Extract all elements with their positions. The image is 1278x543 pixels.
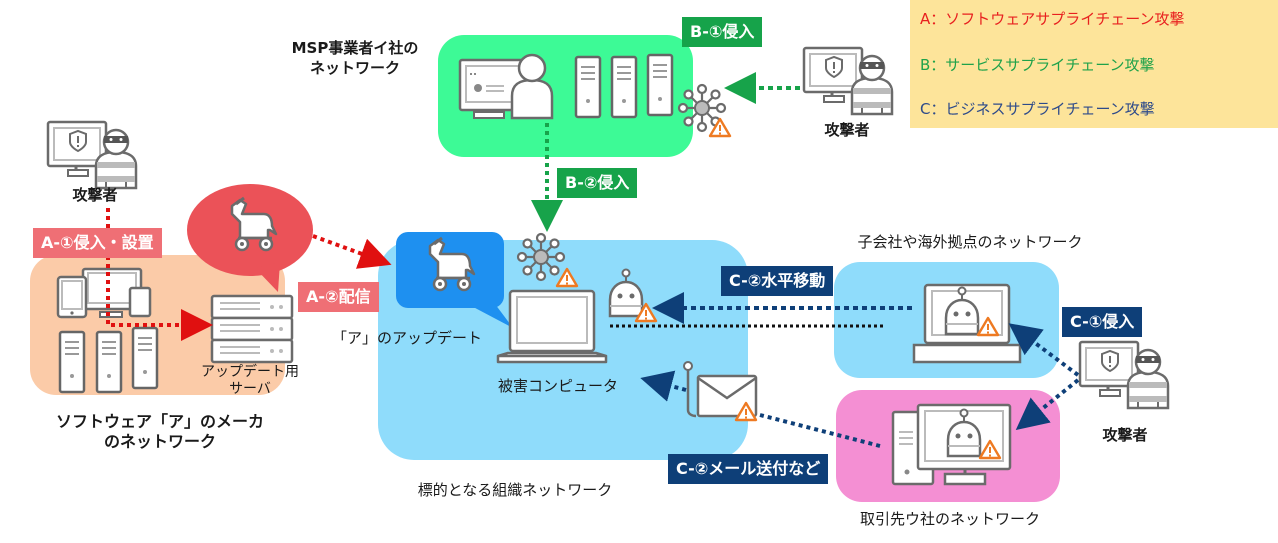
msp-network-label: MSP事業者イ社の ネットワーク bbox=[291, 39, 419, 77]
legend-item-c: C：ビジネスサプライチェーン攻撃 bbox=[920, 100, 1155, 118]
victim-laptop-icon bbox=[496, 289, 608, 364]
target-network-label: 標的となる組織ネットワーク bbox=[417, 481, 613, 499]
server-tower-icon bbox=[95, 330, 123, 394]
attacker-icon-right bbox=[1078, 340, 1170, 410]
tag-c1-intrusion: C-①侵入 bbox=[1062, 307, 1143, 337]
vendor-network-label: ソフトウェア「ア」のメーカ のネットワーク bbox=[55, 412, 264, 451]
update-of-a-label: 「ア」のアップデート bbox=[331, 329, 482, 347]
attacker-icon-top-right bbox=[802, 46, 894, 116]
attacker-label-top-right: 攻撃者 bbox=[824, 121, 870, 139]
arrow-c1-attacker-to-subsidiary bbox=[1008, 323, 1080, 377]
server-tower-icon bbox=[574, 55, 602, 119]
arrow-c2-mail-to-victim bbox=[640, 370, 687, 402]
trojan-bubble-blue bbox=[396, 232, 513, 328]
device-group-icon bbox=[56, 267, 152, 319]
warning-icon bbox=[555, 267, 579, 288]
network-hub-icon bbox=[516, 232, 566, 282]
server-tower-icon bbox=[131, 326, 159, 390]
arrow-c2-partner-to-mail bbox=[759, 413, 881, 448]
tag-b1-intrusion: B-①侵入 bbox=[682, 17, 763, 47]
server-tower-icon bbox=[610, 55, 638, 119]
tag-a2-distribution: A-②配信 bbox=[298, 282, 379, 312]
legend-item-b: B：サービスサプライチェーン攻撃 bbox=[920, 56, 1155, 74]
attacker-icon-left bbox=[46, 120, 138, 190]
tag-b2-intrusion: B-②侵入 bbox=[557, 168, 638, 198]
arrow-c1-attacker-to-partner bbox=[1015, 378, 1080, 431]
arrow-a2-bubble-to-target bbox=[312, 234, 392, 269]
robot-malware-icon bbox=[608, 268, 644, 318]
tag-c2-lateral-movement: C-②水平移動 bbox=[721, 266, 834, 296]
subsidiary-network-label: 子会社や海外拠点のネットワーク bbox=[857, 233, 1083, 251]
update-server-label: アップデート用 サーバ bbox=[201, 364, 299, 397]
server-tower-icon bbox=[58, 330, 86, 394]
tag-a1-intrusion-install: A-①侵入・設置 bbox=[33, 228, 162, 258]
update-server-icon bbox=[210, 294, 294, 364]
server-tower-icon bbox=[646, 53, 674, 117]
operator-workstation-icon bbox=[458, 53, 554, 120]
tag-c2-mail: C-②メール送付など bbox=[668, 454, 829, 484]
legend-item-a: A：ソフトウェアサプライチェーン攻撃 bbox=[920, 10, 1185, 28]
legend-box: A：ソフトウェアサプライチェーン攻撃 B：サービスサプライチェーン攻撃 C：ビジ… bbox=[910, 0, 1278, 128]
trojan-bubble-red bbox=[187, 184, 313, 292]
attacker-label-left: 攻撃者 bbox=[72, 186, 118, 204]
phishing-mail-icon bbox=[683, 361, 758, 418]
attacker-label-right: 攻撃者 bbox=[1102, 426, 1148, 444]
partner-network-label: 取引先ウ社のネットワーク bbox=[859, 510, 1040, 528]
victim-computer-label: 被害コンピュータ bbox=[497, 377, 618, 395]
